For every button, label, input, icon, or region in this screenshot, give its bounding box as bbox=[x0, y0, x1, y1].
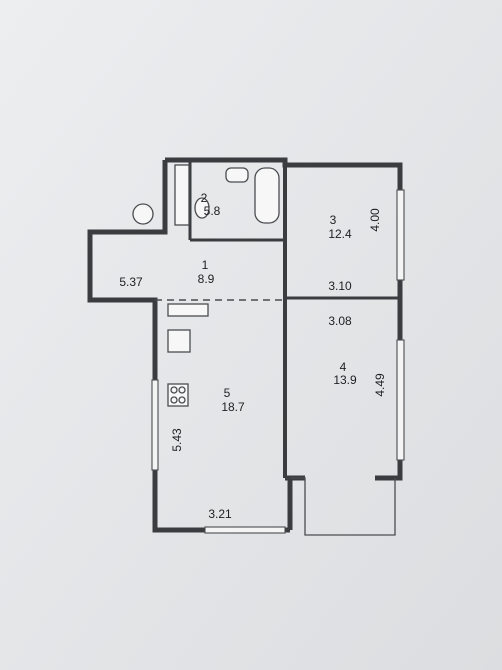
window-room4 bbox=[396, 339, 405, 461]
kitchen-fixtures bbox=[167, 303, 209, 407]
dim-kitchen-width: 3.21 bbox=[208, 507, 232, 521]
dim-room3-width: 3.10 bbox=[328, 279, 352, 293]
interior-walls bbox=[90, 160, 400, 478]
room-1-number: 1 bbox=[202, 258, 209, 272]
dimension-labels: 5.37 3.10 3.08 3.21 4.00 4.49 5.43 bbox=[119, 208, 387, 521]
dim-room3-height: 4.00 bbox=[368, 208, 382, 232]
boiler bbox=[132, 203, 154, 225]
room-2-area: 5.8 bbox=[204, 204, 221, 218]
room-5-number: 5 bbox=[224, 386, 231, 400]
dim-kitchen-height: 5.43 bbox=[170, 428, 184, 452]
dim-corridor-length: 5.37 bbox=[119, 275, 143, 289]
room-1-area: 8.9 bbox=[198, 272, 215, 286]
window-room3 bbox=[396, 189, 405, 281]
burner-icon bbox=[178, 396, 186, 404]
balcony bbox=[290, 477, 396, 536]
bathtub bbox=[254, 167, 280, 224]
dim-room4-width: 3.08 bbox=[328, 314, 352, 328]
bathroom-fixtures bbox=[132, 164, 280, 226]
room-5-area: 18.7 bbox=[221, 400, 245, 414]
kitchen-sink bbox=[167, 329, 191, 353]
sink bbox=[225, 167, 249, 183]
washer-cabinet bbox=[174, 164, 190, 226]
window-kitchen-side bbox=[151, 379, 159, 471]
stove bbox=[167, 383, 189, 407]
dim-room4-height: 4.49 bbox=[373, 373, 387, 397]
windows bbox=[151, 189, 405, 534]
room-2-number: 2 bbox=[201, 191, 208, 205]
burner-icon bbox=[178, 386, 186, 394]
burner-icon bbox=[170, 396, 178, 404]
room-3-number: 3 bbox=[330, 213, 337, 227]
burner-icon bbox=[170, 386, 178, 394]
room-4-number: 4 bbox=[340, 360, 347, 374]
toilet bbox=[194, 197, 210, 219]
window-kitchen bbox=[204, 526, 286, 534]
cabinet-row bbox=[167, 303, 209, 317]
room-3-area: 12.4 bbox=[328, 227, 352, 241]
room-labels: 2 5.8 3 12.4 1 8.9 4 13.9 5 18.7 bbox=[198, 191, 357, 414]
room-4-area: 13.9 bbox=[333, 373, 357, 387]
